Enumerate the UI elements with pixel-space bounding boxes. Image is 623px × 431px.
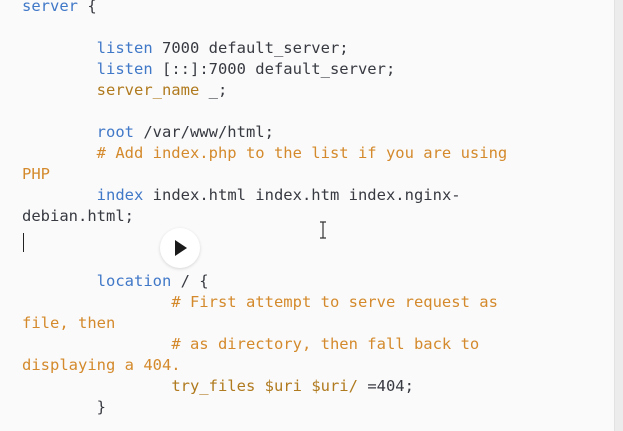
keyword: index	[96, 186, 144, 204]
code-text: debian.html;	[22, 207, 134, 225]
keyword: listen	[96, 39, 153, 57]
code-text: / {	[171, 272, 209, 290]
code-text: index.html index.htm index.nginx-	[143, 186, 461, 204]
code-text: _;	[199, 81, 228, 99]
play-icon	[175, 240, 187, 256]
text-caret	[23, 233, 24, 252]
text-cursor-icon	[320, 221, 326, 239]
keyword: listen	[96, 60, 153, 78]
comment: # Add index.php to the list if you are u…	[96, 144, 508, 162]
keyword: server	[22, 0, 78, 15]
code-line-comment-wrap: PHP	[22, 164, 50, 185]
code-line-comment: # Add index.php to the list if you are u…	[22, 143, 508, 164]
code-line-server-name: server_name _;	[22, 80, 228, 101]
play-button[interactable]	[160, 228, 200, 268]
variable: $uri	[255, 377, 302, 395]
comment: file, then	[22, 314, 116, 332]
code-text: /var/www/html;	[133, 123, 274, 141]
code-text: }	[96, 398, 106, 416]
code-line-listen: listen 7000 default_server;	[22, 38, 349, 59]
code-line-comment-wrap: displaying a 404.	[22, 355, 181, 376]
code-text: {	[78, 0, 97, 15]
keyword: root	[96, 123, 134, 141]
comment: # First attempt to serve request as	[171, 293, 498, 311]
directive: server_name	[96, 81, 200, 99]
code-line-close-brace: }	[22, 397, 106, 418]
scrollbar[interactable]	[614, 0, 623, 431]
code-text: 7000 default_server;	[152, 39, 349, 57]
code-line-index-wrap: debian.html;	[22, 206, 134, 227]
code-line-root: root /var/www/html;	[22, 122, 274, 143]
code-line-location: location / {	[22, 271, 209, 292]
code-line-listen-ipv6: listen [::]:7000 default_server;	[22, 59, 396, 80]
code-text: [::]:7000 default_server;	[152, 60, 396, 78]
code-line-comment-wrap: file, then	[22, 313, 115, 334]
code-text: =404;	[357, 377, 414, 395]
directive: try_files	[171, 377, 256, 395]
variable: $uri/	[301, 377, 358, 395]
code-line-comment-first-attempt: # First attempt to serve request as	[22, 292, 498, 313]
comment: PHP	[22, 165, 50, 183]
code-line-comment-directory: # as directory, then fall back to	[22, 334, 479, 355]
keyword: location	[96, 272, 172, 290]
code-line-index: index index.html index.htm index.nginx-	[22, 185, 461, 206]
comment: displaying a 404.	[22, 356, 181, 374]
code-line-try-files: try_files $uri $uri/ =404;	[22, 376, 414, 397]
comment: # as directory, then fall back to	[171, 335, 480, 353]
code-line-server: server {	[22, 0, 97, 17]
